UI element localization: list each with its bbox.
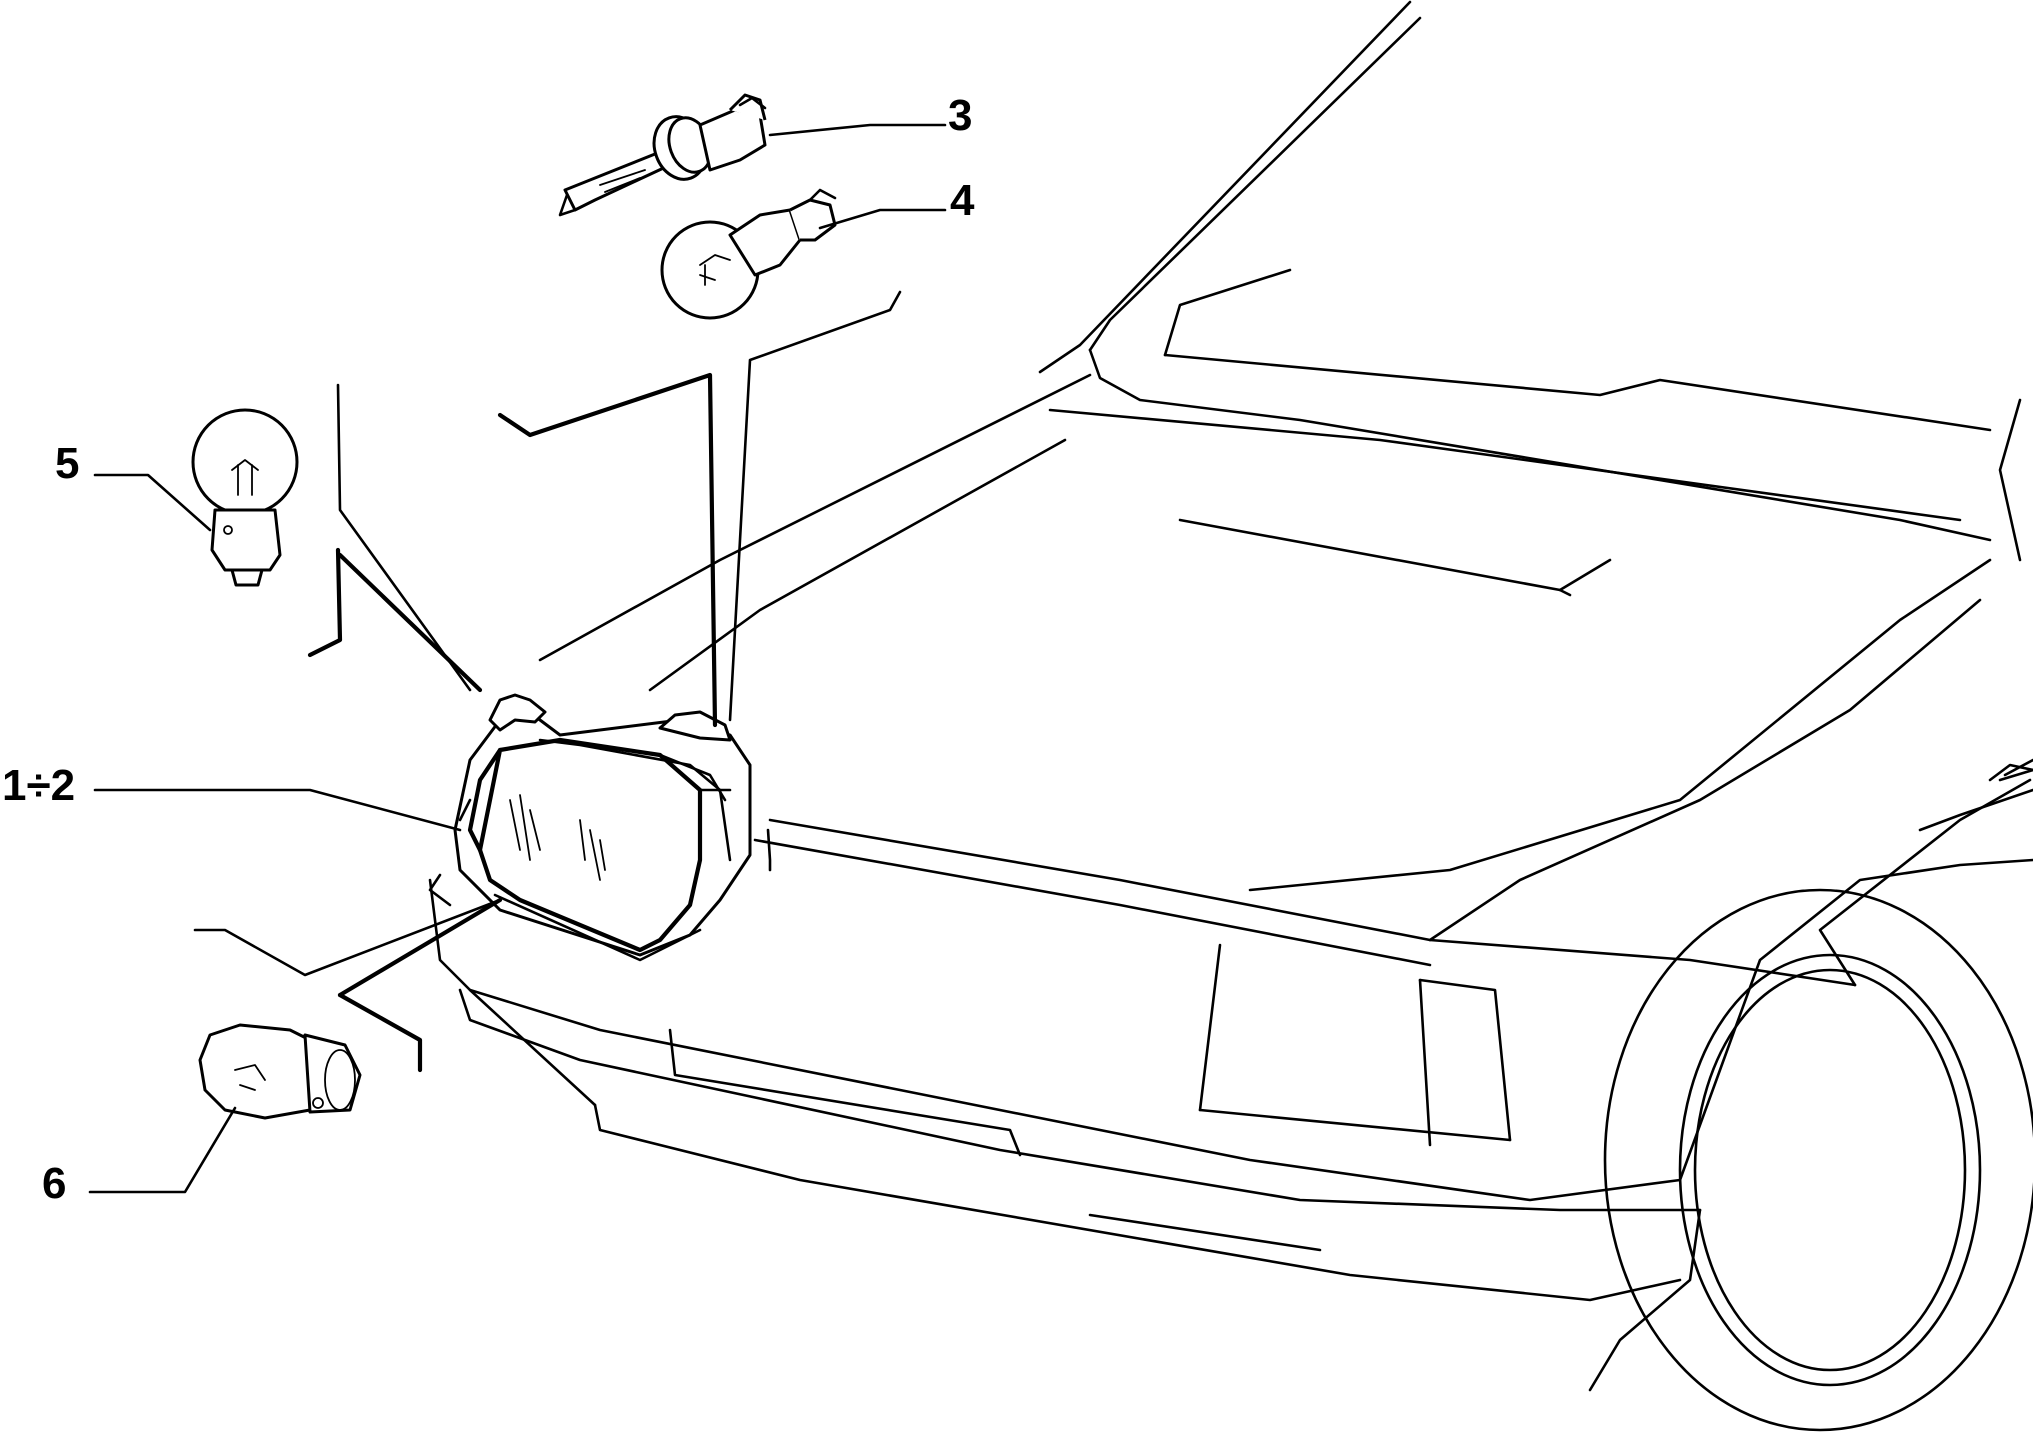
car-body-outline — [428, 0, 2033, 1432]
small-bayonet-bulb-icon — [198, 1023, 362, 1120]
callout-label-6: 6 — [42, 1159, 66, 1208]
callout-label-3: 3 — [948, 91, 972, 140]
callout-label-4: 4 — [950, 176, 975, 225]
callout-label-5: 5 — [55, 439, 79, 488]
wedge-base-bulb-icon — [660, 188, 837, 320]
halogen-bulb-icon — [558, 93, 767, 217]
bayonet-bulb-icon — [191, 408, 299, 587]
callout-labels: 1÷2 3 4 5 6 — [2, 91, 975, 1208]
leader-lines — [88, 123, 947, 1194]
headlamp-assembly-icon — [453, 693, 752, 962]
callout-label-1-2: 1÷2 — [2, 761, 75, 810]
